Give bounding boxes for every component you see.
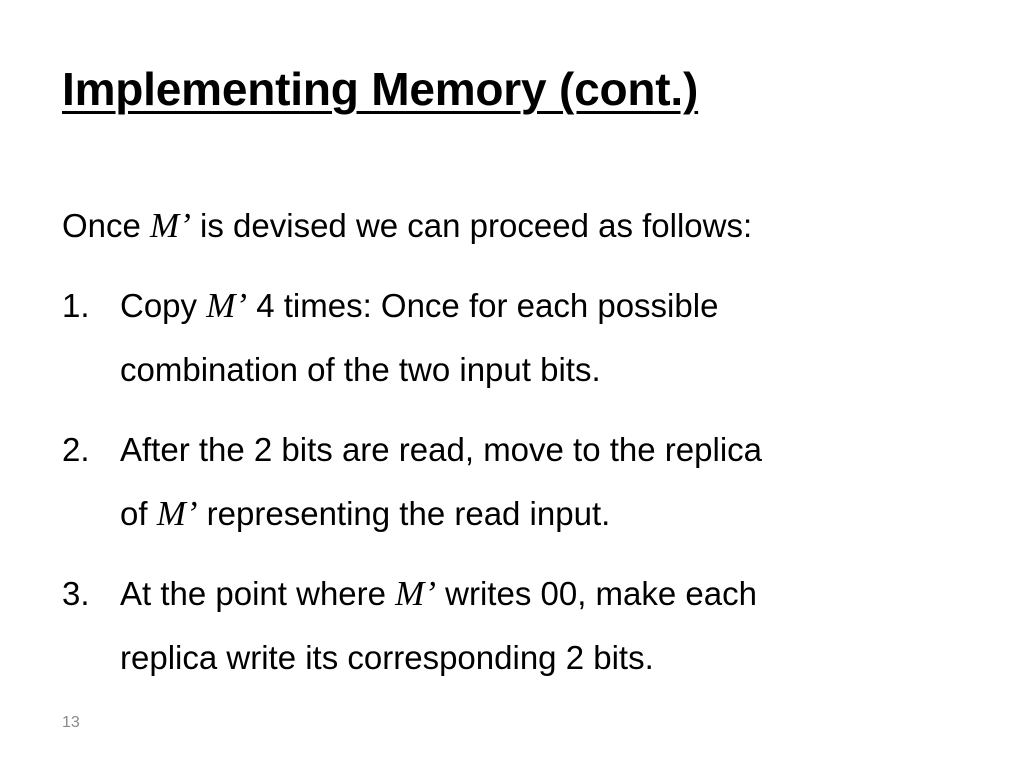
step-line: After the 2 bits are read, move to the r… [120,431,763,468]
intro-text-before: Once [62,207,151,244]
step-line: At the point where M’ writes 00, make ea… [120,562,982,626]
step-line: of M’ representing the read input. [120,482,982,546]
m-prime-symbol: M’ [206,286,248,325]
step-item-1: 1. Copy M’ 4 times: Once for each possib… [62,274,982,402]
m-prime-symbol: M’ [395,574,436,613]
slide-title: Implementing Memory (cont.) [62,63,699,115]
step-text: At the point where [120,575,396,612]
m-prime-symbol: M’ [156,494,198,533]
step-text: of [120,495,157,532]
step-text: Copy [120,287,207,324]
step-number: 2. [62,431,90,468]
step-number: 1. [62,287,90,324]
step-number: 3. [62,575,90,612]
step-line: combination of the two input bits. [120,351,601,388]
intro-text-after: is devised we can proceed as follows: [190,207,753,244]
step-line: Copy M’ 4 times: Once for each possible [120,274,982,338]
intro-text: Once M’ is devised we can proceed as fol… [62,194,982,258]
page-number: 13 [62,714,80,731]
steps-list: 1. Copy M’ 4 times: Once for each possib… [62,274,982,690]
step-text: 4 times: Once for each possible [247,287,719,324]
step-text: writes 00, make each [435,575,757,612]
step-item-3: 3. At the point where M’ writes 00, make… [62,562,982,690]
slide-body: Once M’ is devised we can proceed as fol… [62,194,982,706]
step-text: representing the read input. [197,495,611,532]
step-line: replica write its corresponding 2 bits. [120,639,654,676]
step-item-2: 2. After the 2 bits are read, move to th… [62,418,982,546]
m-prime-symbol: M’ [150,206,191,245]
